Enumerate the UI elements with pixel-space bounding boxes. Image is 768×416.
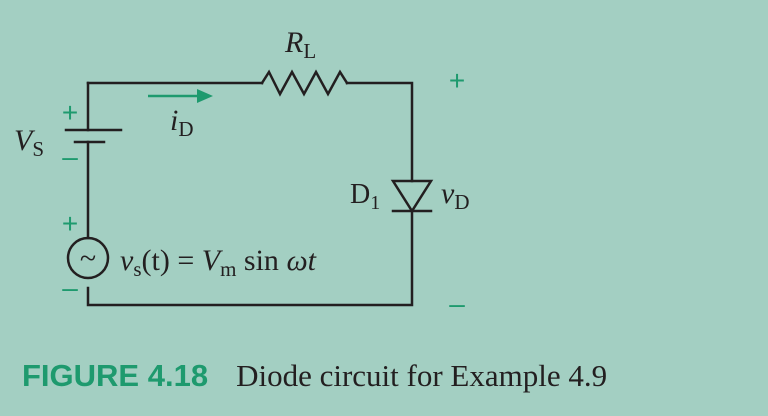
diode-voltage-label: vD [441,177,470,214]
ac-source-label: vs(t) = Vm sin ωt [120,244,317,281]
figure-caption: FIGURE 4.18 Diode circuit for Example 4.9 [22,356,607,396]
current-arrow-icon [148,89,213,103]
resistor-rl [260,69,349,97]
battery-minus-sign: – [62,141,78,172]
diode-minus-sign: – [449,288,465,319]
ac-source-circle [66,236,110,280]
figure-number: FIGURE 4.18 [22,358,209,393]
diode-plus-sign: + [449,65,465,96]
diode-label: D1 [350,179,380,214]
ac-plus-sign: + [62,208,78,239]
wire-top-right [345,81,414,183]
resistor-label: RL [284,26,316,63]
figure-title: Diode circuit for Example 4.9 [236,358,608,393]
wire-right-bottom [86,209,414,307]
battery-plus-sign: + [62,97,78,128]
dc-source-label: VS [14,124,44,161]
diode-d1-triangle [390,179,434,214]
ac-wave-icon: ~ [80,242,96,275]
ac-minus-sign: – [62,272,78,303]
current-label: iD [170,104,194,141]
